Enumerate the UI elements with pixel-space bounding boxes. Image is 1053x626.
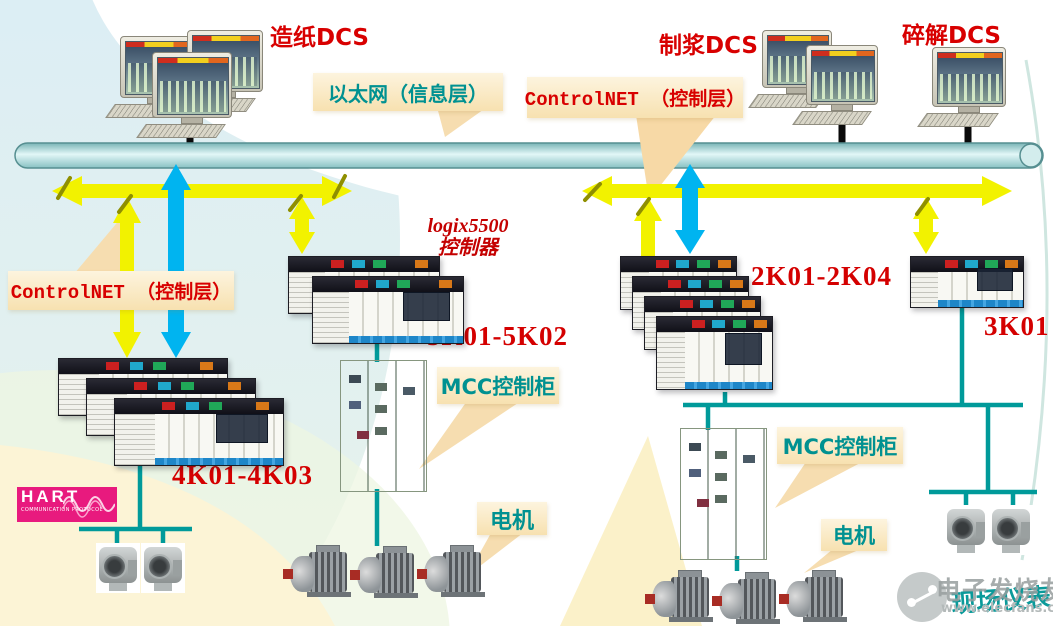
controller-note-line1: logix5500: [427, 215, 509, 237]
plc-rack-3k: [910, 256, 1024, 308]
mcc-cabinet-callout-right: MCC控制柜: [777, 427, 903, 464]
background-yellow-wedge: [560, 436, 702, 626]
controlnet-horizontal-arrow-left: [52, 176, 352, 206]
mcc-cabinet-callout-mid: MCC控制柜: [437, 367, 559, 404]
motor-callout-right: 电机: [821, 519, 887, 551]
motor: [645, 570, 715, 622]
controller-note: logix5500 控制器: [408, 215, 528, 259]
plc-group-label-3k: 3K01: [984, 311, 1050, 341]
mcc-cabinet-mid: [340, 360, 427, 492]
station-label-pulp-dcs: 制浆DCS: [659, 33, 758, 59]
workstation-monitor: [792, 45, 878, 125]
plc-rack-5k: [312, 276, 464, 344]
mcc-right-callout-pointer: [775, 462, 862, 508]
mcc-cabinet-right: [680, 428, 767, 560]
controlnet-horizontal-arrow-right: [582, 176, 1012, 206]
monitor-screen: [806, 45, 878, 105]
motor: [350, 546, 420, 598]
watermark-site-url: www.elecfans.com: [941, 601, 1053, 616]
controlnet-top-callout-pointer: [636, 115, 716, 200]
mcc-mid-callout-pointer: [419, 401, 521, 469]
plc-rack-4k: [114, 398, 284, 466]
hart-protocol-logo: HART COMMUNICATION PROTOCOL: [17, 487, 117, 522]
controlnet-vertical-arrow-5k: [289, 197, 315, 254]
hart-waveform-icon: [63, 496, 115, 518]
station-label-paper-dcs: 造纸DCS: [270, 25, 369, 51]
ethernet-layer-callout: 以太网（信息层）: [313, 73, 503, 111]
monitor-screen: [932, 47, 1006, 107]
device-bus-lines: [79, 307, 1037, 571]
hart-logo-title: HART: [21, 487, 81, 506]
station-label-shred-dcs: 碎解DCS: [902, 23, 1001, 49]
elecfans-logo-icon: [897, 572, 947, 622]
controlnet-layer-callout-left: ControlNET （控制层）: [8, 271, 234, 310]
plc-group-label-2k: 2K01-2K04: [751, 261, 892, 291]
field-instrument: [989, 505, 1033, 555]
keyboard: [917, 113, 999, 127]
background-right-arc: [1020, 59, 1049, 561]
motor: [712, 572, 782, 624]
motor-right-callout-pointer: [804, 549, 861, 573]
controlnet-layer-callout-top: ControlNET （控制层）: [525, 77, 745, 118]
keyboard: [792, 111, 872, 125]
controlnet-vertical-arrow-3k: [913, 197, 939, 254]
workstation-monitor: [136, 52, 232, 138]
ethernet-callout-pointer: [437, 107, 487, 137]
arrow-slash-accents: [56, 174, 930, 216]
motor-mid-callout-pointer: [467, 533, 523, 576]
field-instrument: [944, 505, 988, 555]
controller-note-line2: 控制器: [438, 237, 498, 259]
motor: [417, 545, 487, 597]
monitor-screen: [152, 52, 232, 118]
motor: [283, 545, 353, 597]
field-instrument: [96, 543, 140, 593]
controlnet-left-callout-pointer: [74, 218, 130, 274]
motor: [779, 570, 849, 622]
watermark-site-name: 电子发烧友: [936, 576, 1053, 605]
ethernet-vertical-arrow-right: [675, 164, 705, 254]
hart-logo-subtitle: COMMUNICATION PROTOCOL: [21, 507, 103, 513]
workstation-monitor: [917, 47, 1006, 127]
keyboard: [136, 124, 226, 138]
motor-callout-mid: 电机: [477, 502, 547, 535]
ethernet-bus-endcap: [1019, 143, 1043, 168]
ethernet-bus: [14, 142, 1044, 169]
field-instrument: [141, 543, 185, 593]
plc-rack-2k: [656, 316, 773, 390]
